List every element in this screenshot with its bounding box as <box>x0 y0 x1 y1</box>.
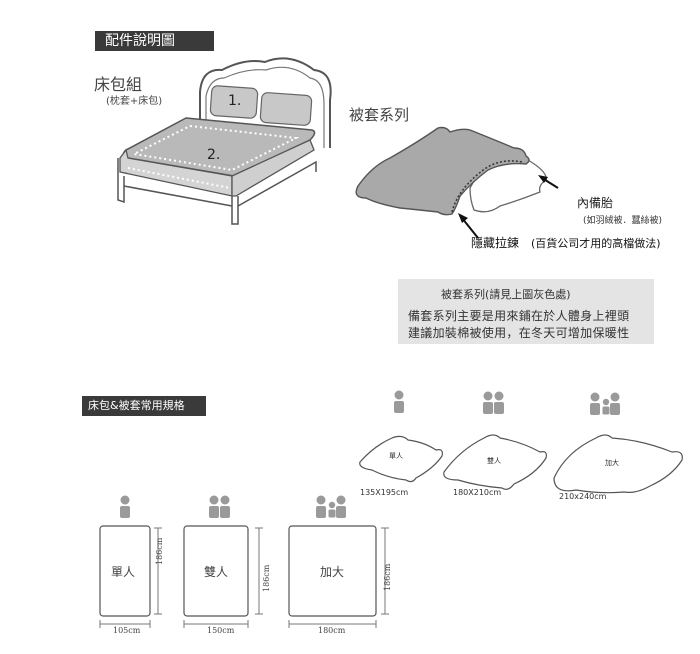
inner-label: 內備胎 <box>577 196 614 210</box>
bed-label-single: 單人 <box>111 565 136 579</box>
duvet-title: 被套系列 <box>349 106 410 124</box>
quilt-label-double: 雙人 <box>487 457 501 465</box>
quilt-label-single: 單人 <box>389 452 403 460</box>
pillow-label: 1. <box>228 93 242 109</box>
quilt-size-single: 135X195cm <box>360 488 409 497</box>
note-title: 被套系列(請見上圖灰色處) <box>441 288 571 301</box>
quilt-size-double: 180X210cm <box>453 488 502 497</box>
spec-section-title: 床包&被套常用規格 <box>82 396 206 416</box>
inner-note: (如羽絨被．蠶絲被) <box>583 216 663 226</box>
bed-label-double: 雙人 <box>204 565 229 579</box>
bed-width-king: 180cm <box>318 626 346 635</box>
quilt-label-king: 加大 <box>605 459 619 467</box>
bed-width-double: 150cm <box>207 626 235 635</box>
bed-label-king: 加大 <box>320 565 345 579</box>
bed-width-single: 105cm <box>113 626 141 635</box>
zipper-note: (百貨公司才用的高檔做法) <box>531 237 661 250</box>
bed-set-title: 床包組 <box>94 75 143 94</box>
note-line2: 建議加裝棉被使用，在冬天可增加保暖性 <box>408 326 630 340</box>
bed-length-king: 186cm <box>383 563 392 591</box>
zipper-label: 隱藏拉鍊 <box>471 236 520 250</box>
note-line1: 備套系列主要是用來鋪在於人體身上裡頭 <box>408 309 630 323</box>
note-box: 被套系列(請見上圖灰色處) 備套系列主要是用來鋪在於人體身上裡頭 建議加裝棉被使… <box>398 279 654 344</box>
sheet-label: 2. <box>207 147 221 163</box>
bed-set-subtitle: (枕套+床包) <box>106 96 163 107</box>
quilt-size-king: 210x240cm <box>559 492 607 501</box>
bed-length-double: 186cm <box>262 564 271 592</box>
header-title: 配件說明圖 <box>95 31 214 51</box>
bed-length-single: 186cm <box>155 537 164 565</box>
